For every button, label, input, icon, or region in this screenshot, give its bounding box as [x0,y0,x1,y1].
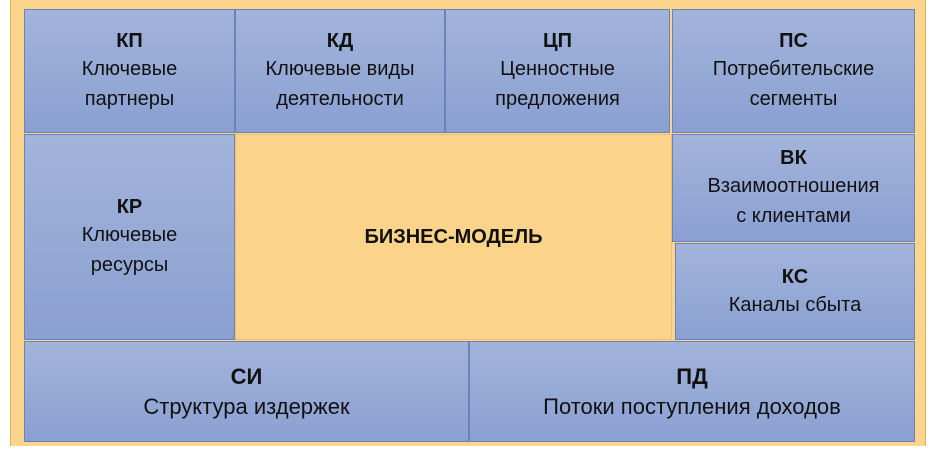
block-label: с клиентами [736,205,851,227]
block-label: партнеры [84,88,175,110]
block-code: ПС [779,30,808,52]
block-code: КД [326,30,354,52]
block-customer-relationships: ВК Взаимоотношения с клиентами [672,134,915,242]
block-channels: КС Каналы сбыта [675,243,915,340]
block-label: Ключевые [81,224,178,246]
block-code: ПД [676,363,708,389]
center-title: БИЗНЕС-МОДЕЛЬ [364,225,543,248]
block-label: Взаимоотношения [707,175,880,197]
block-label: ресурсы [90,254,169,276]
block-code: СИ [230,363,263,389]
block-label: сегменты [749,88,838,110]
block-key-resources: КР Ключевые ресурсы [24,134,235,340]
block-key-partners: КП Ключевые партнеры [24,9,235,133]
block-label: Потоки поступления доходов [543,393,841,419]
block-label: Каналы сбыта [728,293,862,316]
block-label: предложения [495,88,620,110]
block-cost-structure: СИ Структура издержек [24,341,469,442]
block-label: Ключевые [81,58,178,80]
block-value-propositions: ЦП Ценностные предложения [445,9,670,133]
block-label: деятельности [276,88,404,110]
block-label: Ценностные [500,58,615,80]
block-key-activities: КД Ключевые виды деятельности [235,9,445,133]
block-label: Структура издержек [143,393,350,419]
block-code: КП [116,30,143,52]
block-customer-segments: ПС Потребительские сегменты [672,9,915,133]
block-label: Потребительские [712,58,875,80]
block-code: КР [116,196,143,218]
business-model-center: БИЗНЕС-МОДЕЛЬ [235,134,672,340]
block-revenue-streams: ПД Потоки поступления доходов [469,341,915,442]
block-code: ВК [780,147,807,169]
block-label: Ключевые виды [265,58,415,80]
block-code: КС [781,265,809,288]
block-code: ЦП [543,30,572,52]
